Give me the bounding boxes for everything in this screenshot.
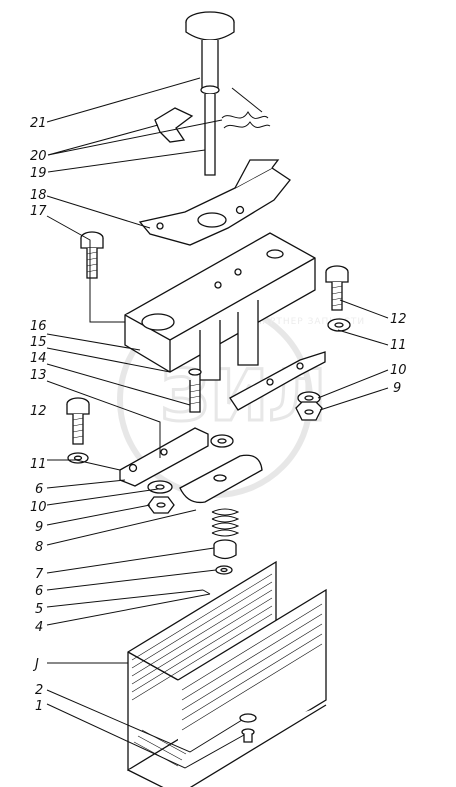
callout-20: 20 <box>30 149 47 164</box>
part-21-plunger <box>185 11 235 176</box>
callout-9-right: 9 <box>393 381 401 396</box>
part-8-spring <box>211 508 240 537</box>
part-6-cap-lower <box>215 565 233 575</box>
callout-11-right: 11 <box>390 338 407 353</box>
callout-11-left: 11 <box>30 457 47 472</box>
callout-labels: 21 20 19 18 17 16 15 14 13 12 11 6 10 9 … <box>30 116 407 714</box>
part-20-springs <box>154 87 271 143</box>
callout-21: 21 <box>30 116 47 131</box>
part-9-nut-right <box>295 391 323 421</box>
callout-8: 8 <box>35 540 43 555</box>
part-17-bolt <box>80 231 104 279</box>
part-j-channel <box>127 560 327 787</box>
channel-hatching <box>131 573 323 767</box>
callout-10-right: 10 <box>390 363 407 378</box>
leader-lines <box>46 77 389 769</box>
callout-5: 5 <box>35 602 43 617</box>
callout-17: 17 <box>30 204 47 219</box>
part-7-bushing <box>213 539 237 560</box>
part-2-washer <box>239 713 257 723</box>
part-1-screw <box>241 728 255 743</box>
part-12-bolt-left <box>66 397 90 464</box>
callout-7: 7 <box>35 567 44 582</box>
callout-10-left: 10 <box>30 500 47 515</box>
part-11-right-plate <box>229 351 326 411</box>
callout-9-left: 9 <box>35 520 43 535</box>
part-5-pin <box>202 589 211 595</box>
callout-16: 16 <box>30 319 47 334</box>
callout-12-left: 12 <box>30 404 47 419</box>
part-13-left-plate <box>119 427 209 487</box>
watermark-caption: ПАРТНЕР ЗАПЧАСТИ <box>255 317 365 327</box>
callout-4: 4 <box>35 620 43 635</box>
part-18-bracket <box>138 159 291 246</box>
callout-19: 19 <box>30 166 47 181</box>
callout-14: 14 <box>30 351 47 366</box>
part-6-cap-upper <box>210 434 234 448</box>
callout-12-right: 12 <box>390 312 407 327</box>
part-14-screw <box>188 368 202 413</box>
part-main-housing <box>124 232 316 381</box>
part-10-washer-left <box>147 480 173 494</box>
callout-13: 13 <box>30 368 47 383</box>
callout-1: 1 <box>35 699 43 714</box>
callout-j: J <box>32 657 39 672</box>
callout-6-upper: 6 <box>35 482 43 497</box>
callout-2: 2 <box>35 683 43 698</box>
callout-15: 15 <box>30 335 47 350</box>
part-12-bolt-right <box>325 265 351 332</box>
part-8-curved-plate <box>179 454 263 504</box>
callout-18: 18 <box>30 188 47 203</box>
callout-6-lower: 6 <box>35 584 43 599</box>
part-9-nut-left <box>147 496 175 514</box>
